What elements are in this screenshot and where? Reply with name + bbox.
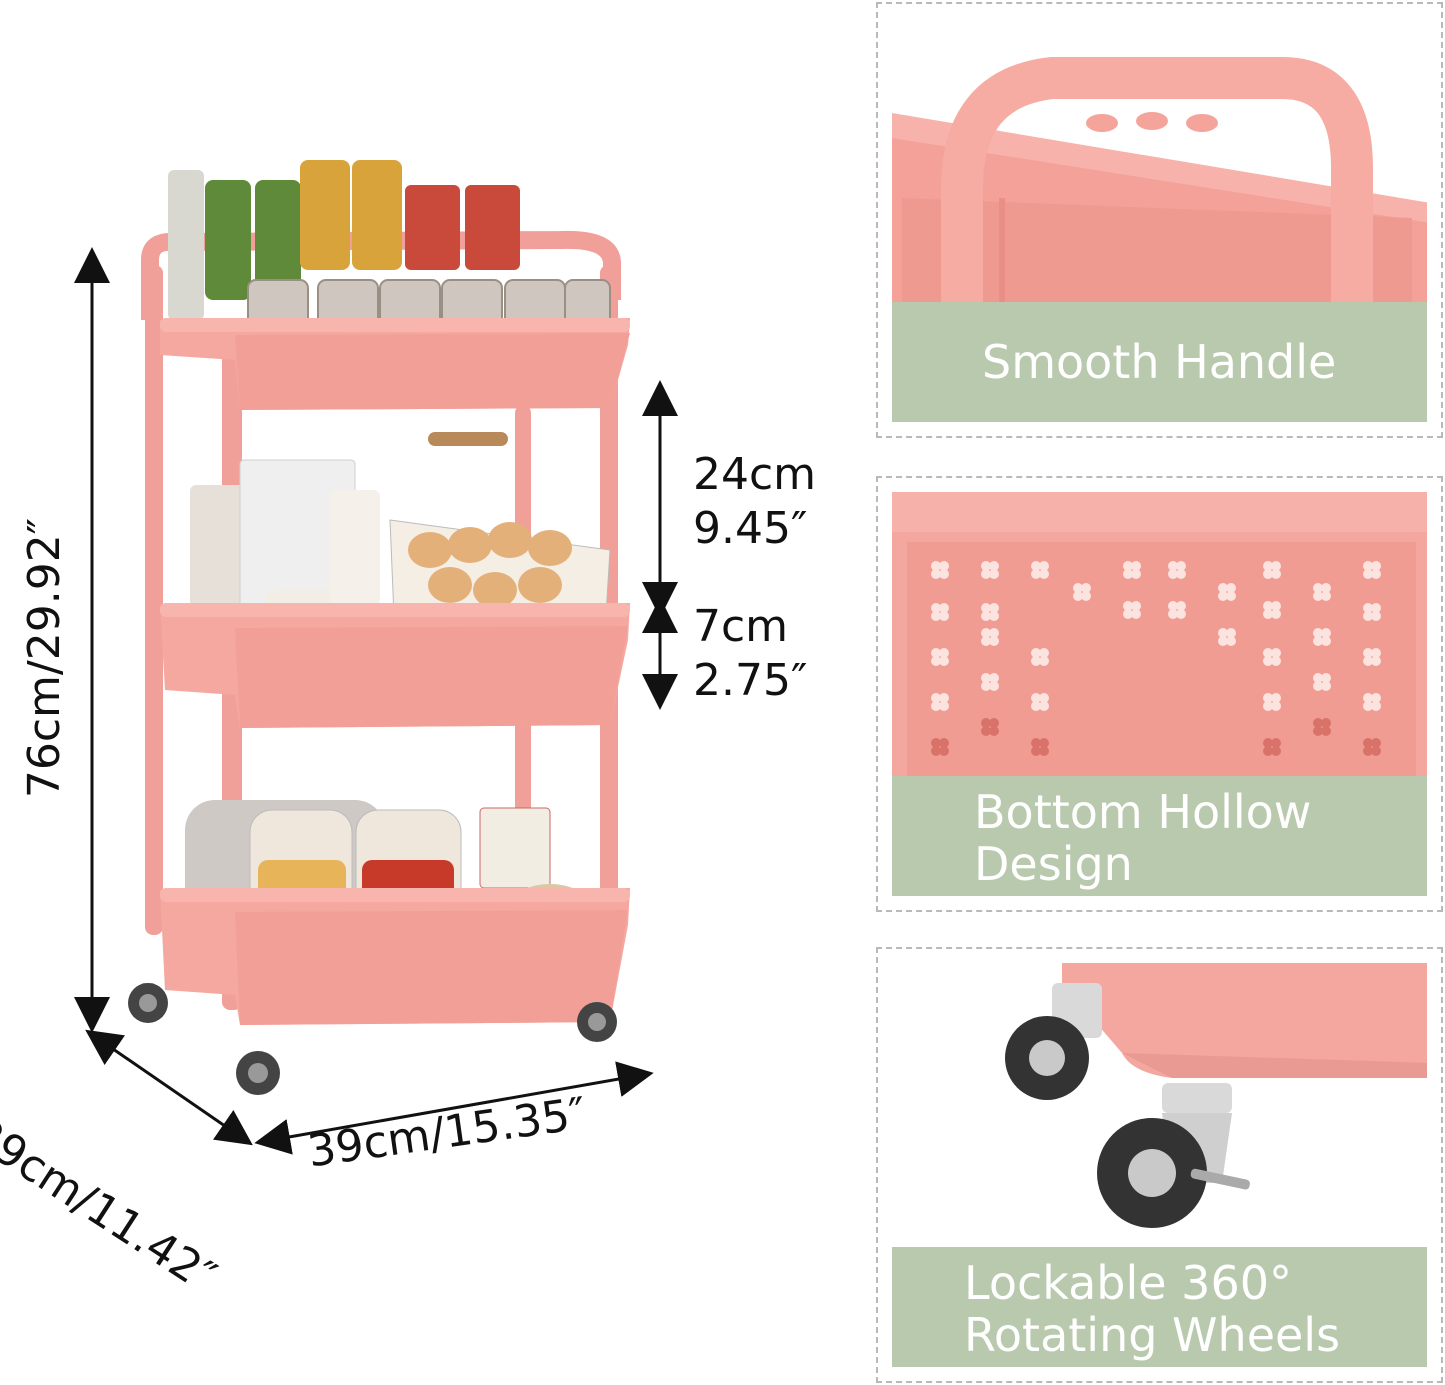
caster-wheel-closeup-image: Lockable 360° Rotating Wheels: [892, 963, 1427, 1367]
top-basket: [160, 318, 630, 410]
depth-arrow: [85, 1029, 253, 1146]
smooth-handle-band: Smooth Handle: [892, 302, 1427, 422]
cart-svg: [74, 160, 678, 1155]
height-label: 76cm/29.92″: [19, 517, 70, 799]
top-tier-items: [168, 160, 611, 329]
smooth-handle-label: Smooth Handle: [982, 335, 1337, 389]
basket-depth-cm-label: 7cm: [693, 601, 789, 652]
bottom-basket: [160, 888, 630, 1025]
feature-panel-handle: Smooth Handle: [876, 2, 1443, 438]
hollow-bottom-band: Bottom Hollow Design: [892, 776, 1427, 896]
middle-basket: [160, 603, 630, 728]
shelf-gap-cm-label: 24cm: [693, 449, 817, 500]
caster-large: [1097, 1083, 1250, 1228]
shelf-gap-in-label: 9.45″: [693, 503, 808, 554]
basket-depth-in-label: 2.75″: [693, 655, 808, 706]
handle-closeup-image: Smooth Handle: [892, 18, 1427, 422]
wheels-band: Lockable 360° Rotating Wheels: [892, 1247, 1427, 1367]
hollow-bottom-closeup-image: Bottom Hollow Design: [892, 492, 1427, 896]
hollow-bottom-label: Bottom Hollow Design: [974, 785, 1312, 891]
caster-small: [1005, 983, 1102, 1100]
cart-illustration: 76cm/29.92″ 29cm/11.42″ 39cm/15.35″ 24cm…: [0, 160, 817, 1303]
width-arrow: [254, 1061, 654, 1155]
cart-wheels: [128, 983, 617, 1095]
wheels-label: Lockable 360° Rotating Wheels: [964, 1256, 1341, 1362]
feature-panel-wheels: Lockable 360° Rotating Wheels: [876, 947, 1443, 1383]
feature-panel-hollow-bottom: Bottom Hollow Design: [876, 476, 1443, 912]
